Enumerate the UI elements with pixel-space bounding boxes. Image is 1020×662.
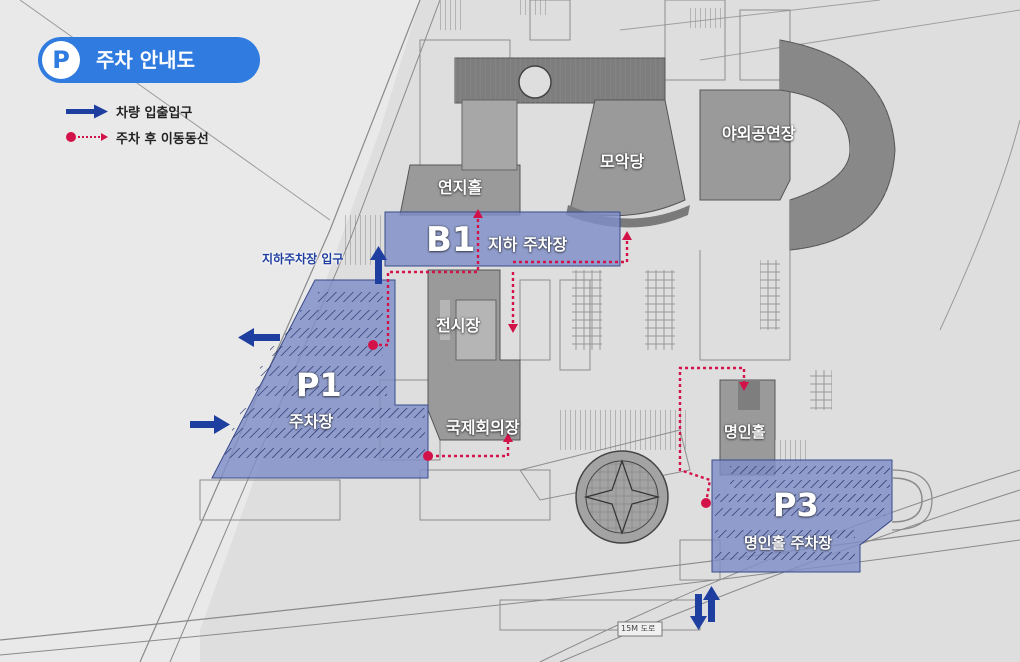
entrance-arrow-icon [66, 104, 108, 119]
parking-name-p1: 주차장 [289, 412, 334, 431]
label-yeonji-hall: 연지홀 [438, 178, 483, 197]
parking-icon: P [42, 41, 80, 79]
building-shapes [399, 39, 896, 544]
legend-walking-route: 주차 후 이동동선 [66, 127, 209, 147]
road-marker-label: 15M 도로 [621, 624, 656, 633]
entrance-arrow-icon [690, 594, 707, 630]
parking-name-b1: 지하 주차장 [488, 235, 568, 254]
route-dot-icon [66, 132, 108, 142]
route-dot-icon [368, 340, 378, 350]
route-dot-icon [423, 451, 433, 461]
entrance-arrow-icon [370, 246, 387, 284]
entrance-arrow-icon [703, 586, 720, 622]
parking-areas [211, 211, 933, 573]
legend-label-route: 주차 후 이동동선 [116, 131, 209, 147]
label-outdoor-stage: 야외공연장 [722, 124, 796, 143]
paving-grids [345, 0, 832, 450]
walking-routes [373, 218, 746, 504]
route-dots [368, 209, 749, 508]
parking-code-b1: B1 [426, 220, 476, 260]
label-moak-hall: 모악당 [600, 152, 645, 171]
road-marker-box [617, 621, 663, 637]
legend-graphics [66, 104, 108, 142]
underground-entrance-label: 지하주차장 입구 [262, 252, 344, 266]
map-title: 주차 안내도 [96, 48, 195, 72]
label-exhibition-hall: 전시장 [436, 316, 481, 335]
parking-code-p3: P3 [773, 486, 819, 524]
route-dot-icon [701, 498, 711, 508]
vehicle-arrows [190, 246, 720, 630]
label-myeongin-hall: 명인홀 [724, 423, 766, 441]
legend-label-vehicle: 차량 입출입구 [116, 105, 193, 121]
parking-code-p1: P1 [296, 366, 342, 404]
entrance-arrow-icon [190, 415, 230, 434]
map-title-badge: P 주차 안내도 [38, 37, 260, 83]
parking-name-p3: 명인홀 주차장 [744, 534, 833, 552]
legend-vehicle-entrance: 차량 입출입구 [66, 101, 192, 121]
entrance-arrow-icon [238, 328, 280, 347]
label-conference-hall: 국제회의장 [446, 418, 520, 437]
